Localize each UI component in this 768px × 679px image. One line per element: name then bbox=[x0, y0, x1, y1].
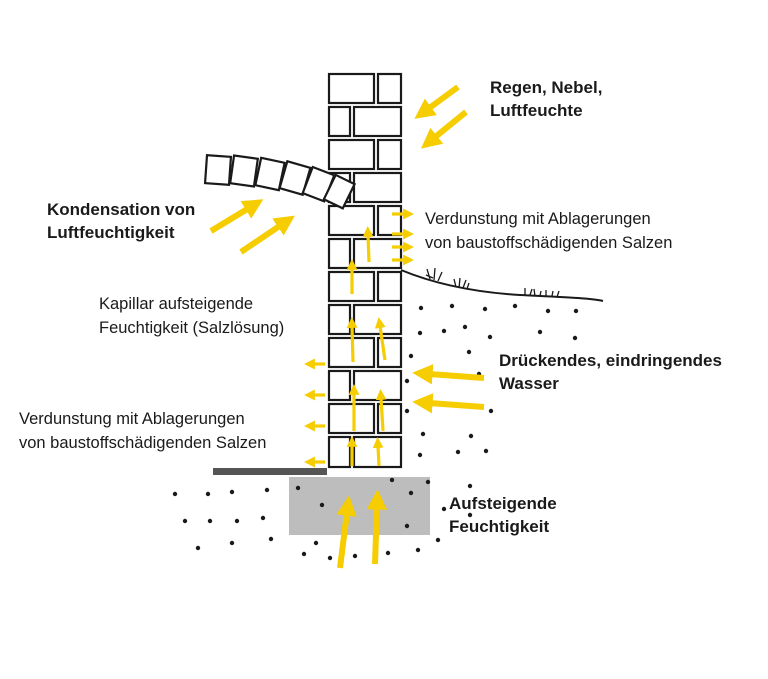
label-line: Feuchtigkeit (Salzlösung) bbox=[99, 319, 285, 337]
label-line: Kondensation von bbox=[47, 200, 196, 219]
label-line: Kapillar aufsteigende bbox=[99, 295, 254, 313]
label-line: Aufsteigende bbox=[449, 494, 557, 513]
capillary-arrow bbox=[374, 317, 387, 361]
label-line: Luftfeuchtigkeit bbox=[47, 223, 175, 242]
label-line: Wasser bbox=[499, 374, 559, 393]
label-line: Drückendes, eindringendes bbox=[499, 351, 722, 370]
label-evaporation-left: Verdunstung mit Ablagerungen von baustof… bbox=[19, 407, 266, 455]
capillary-arrow bbox=[375, 389, 387, 432]
label-evaporation-right: Verdunstung mit Ablagerungen von baustof… bbox=[425, 207, 672, 255]
label-rain-fog-humidity: Regen, Nebel, Luftfeuchte bbox=[490, 76, 602, 122]
rain-arrow-2 bbox=[420, 109, 468, 149]
pressing-water-arrow-1 bbox=[412, 364, 485, 385]
label-line: Verdunstung mit Ablagerungen bbox=[19, 410, 245, 428]
label-line: von baustoffschädigenden Salzen bbox=[425, 234, 673, 252]
rising-damp-arrow-1 bbox=[336, 495, 357, 569]
capillary-arrow bbox=[362, 226, 374, 263]
capillary-arrow bbox=[372, 437, 384, 467]
rising-damp-arrow-2 bbox=[366, 489, 388, 565]
label-pressing-water: Drückendes, eindringendes Wasser bbox=[499, 349, 722, 395]
label-rising-damp: Aufsteigende Feuchtigkeit bbox=[449, 492, 557, 538]
condensation-arrow-2 bbox=[239, 215, 295, 255]
label-line: Verdunstung mit Ablagerungen bbox=[425, 210, 651, 228]
ground-line bbox=[400, 269, 604, 302]
label-line: Luftfeuchte bbox=[490, 101, 583, 120]
label-line: Regen, Nebel, bbox=[490, 78, 603, 97]
label-condensation: Kondensation von Luftfeuchtigkeit bbox=[47, 198, 195, 244]
grass-tufts bbox=[425, 267, 560, 298]
capillary-arrow bbox=[346, 317, 358, 363]
rain-arrow-1 bbox=[414, 84, 460, 119]
condensation-arrow-1 bbox=[209, 199, 264, 234]
damp-proof-course bbox=[213, 468, 327, 475]
pressing-water-arrow-2 bbox=[412, 393, 485, 414]
brick-wall bbox=[327, 72, 403, 469]
label-capillary-rise: Kapillar aufsteigende Feuchtigkeit (Salz… bbox=[99, 292, 284, 340]
arch-bricks bbox=[203, 154, 357, 210]
label-line: von baustoffschädigenden Salzen bbox=[19, 434, 267, 452]
label-line: Feuchtigkeit bbox=[449, 517, 550, 536]
